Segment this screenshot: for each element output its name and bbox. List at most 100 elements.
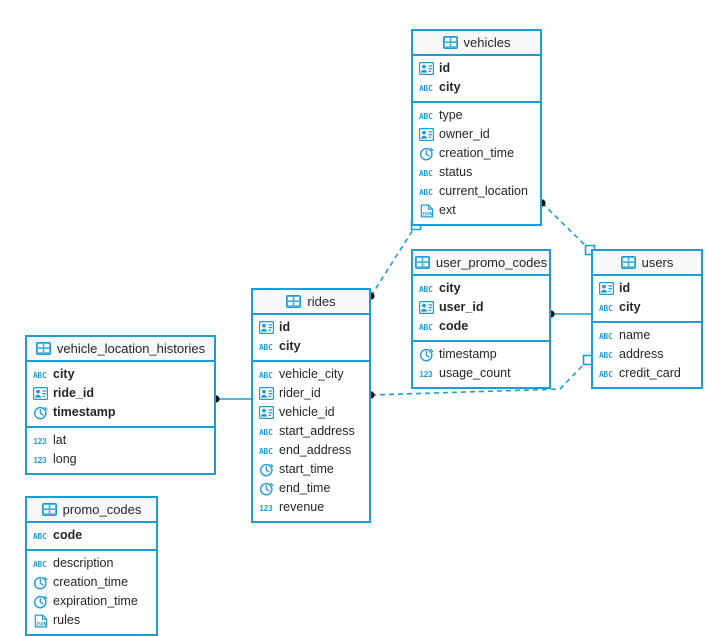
column-name: city xyxy=(439,281,461,296)
column-row[interactable]: vehicle_id xyxy=(253,403,369,422)
clock-icon xyxy=(259,481,274,496)
column-row[interactable]: creation_time xyxy=(27,573,156,592)
table-header-vehicle_location_histories[interactable]: vehicle_location_histories xyxy=(27,337,214,362)
column-row[interactable]: expiration_time xyxy=(27,592,156,611)
column-row[interactable]: ABC address xyxy=(593,345,701,364)
table-header-promo_codes[interactable]: promo_codes xyxy=(27,498,156,523)
column-name: address xyxy=(619,347,664,362)
abc-icon: ABC xyxy=(259,339,274,354)
column-row[interactable]: ABC description xyxy=(27,554,156,573)
number-icon: 123 xyxy=(33,433,48,448)
abc-icon: ABC xyxy=(259,367,274,382)
column-name: owner_id xyxy=(439,127,490,142)
svg-text:ABC: ABC xyxy=(419,188,433,197)
svg-text:ABC: ABC xyxy=(259,428,273,437)
abc-icon: ABC xyxy=(599,347,614,362)
column-name: vehicle_city xyxy=(279,367,344,382)
column-name: city xyxy=(439,80,461,95)
svg-text:ABC: ABC xyxy=(33,560,47,569)
id-card-icon xyxy=(419,61,434,76)
svg-text:JSON: JSON xyxy=(35,621,46,627)
abc-icon: ABC xyxy=(259,443,274,458)
json-icon: JSON xyxy=(33,613,48,628)
relationship-rel-upc-users[interactable] xyxy=(547,310,591,318)
column-name: city xyxy=(619,300,641,315)
primary-key-row[interactable]: ride_id xyxy=(27,384,214,403)
svg-text:ABC: ABC xyxy=(33,371,47,380)
primary-key-row[interactable]: timestamp xyxy=(27,403,214,422)
column-name: current_location xyxy=(439,184,528,199)
table-header-vehicles[interactable]: vehicles xyxy=(413,31,540,56)
relationship-rel-vehicles-users[interactable] xyxy=(538,199,596,256)
primary-key-row[interactable]: id xyxy=(413,59,540,78)
column-name: vehicle_id xyxy=(279,405,335,420)
column-row[interactable]: ABC current_location xyxy=(413,182,540,201)
clock-icon xyxy=(33,594,48,609)
column-name: name xyxy=(619,328,651,343)
relationship-rel-vlh-rides[interactable] xyxy=(212,395,251,403)
column-row[interactable]: timestamp xyxy=(413,345,549,364)
number-icon: 123 xyxy=(419,366,434,381)
column-row[interactable]: rider_id xyxy=(253,384,369,403)
primary-key-row[interactable]: user_id xyxy=(413,298,549,317)
primary-key-row[interactable]: ABC city xyxy=(413,78,540,97)
primary-key-row[interactable]: id xyxy=(253,318,369,337)
id-card-icon xyxy=(419,300,434,315)
column-name: revenue xyxy=(279,500,325,515)
table-header-rides[interactable]: rides xyxy=(253,290,369,315)
column-row[interactable]: 123 revenue xyxy=(253,498,369,517)
table-icon xyxy=(442,35,458,50)
svg-text:ABC: ABC xyxy=(599,351,613,360)
svg-text:123: 123 xyxy=(419,370,433,379)
column-name: id xyxy=(439,61,451,76)
abc-icon: ABC xyxy=(33,528,48,543)
column-name: description xyxy=(53,556,114,571)
abc-icon: ABC xyxy=(419,80,434,95)
column-row[interactable]: start_time xyxy=(253,460,369,479)
table-header-user_promo_codes[interactable]: user_promo_codes xyxy=(413,251,549,276)
column-row[interactable]: end_time xyxy=(253,479,369,498)
svg-text:123: 123 xyxy=(259,504,273,513)
column-name: status xyxy=(439,165,473,180)
table-title: vehicles xyxy=(463,35,511,50)
svg-text:123: 123 xyxy=(33,456,47,465)
column-row[interactable]: ABC vehicle_city xyxy=(253,365,369,384)
svg-text:JSON: JSON xyxy=(421,211,432,217)
column-row[interactable]: owner_id xyxy=(413,125,540,144)
number-icon: 123 xyxy=(33,452,48,467)
primary-key-row[interactable]: id xyxy=(593,279,701,298)
column-row[interactable]: creation_time xyxy=(413,144,540,163)
table-header-users[interactable]: users xyxy=(593,251,701,276)
